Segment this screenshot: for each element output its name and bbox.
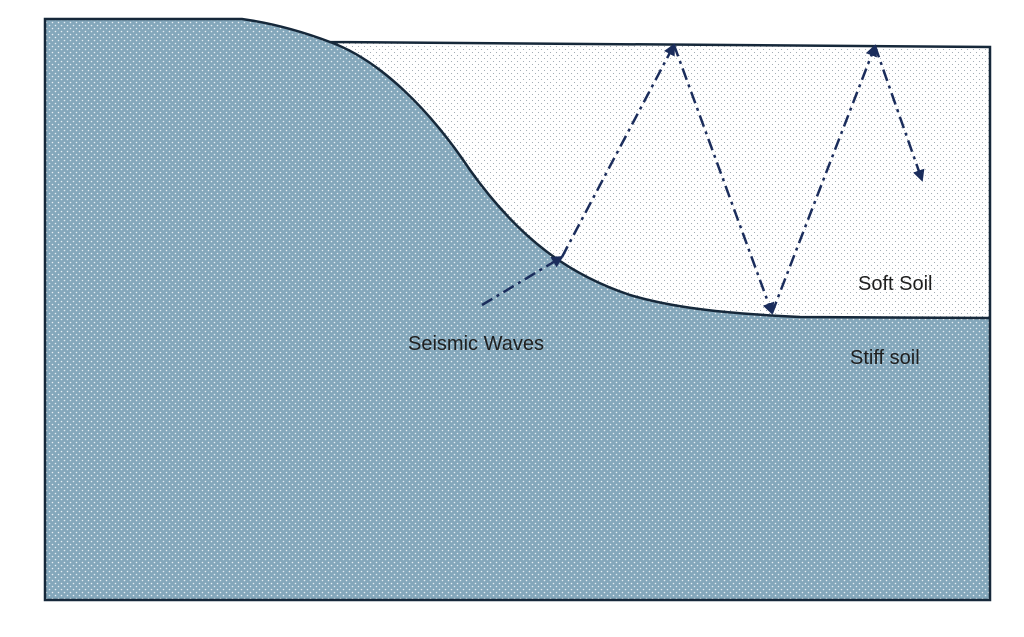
stiff-soil-region xyxy=(45,19,990,600)
wave-arrow-up-1 xyxy=(560,43,676,258)
soft-soil-region xyxy=(330,42,990,318)
seismic-wave-path xyxy=(481,43,925,315)
soil-interface-line xyxy=(329,40,991,320)
wave-arrow-down-2 xyxy=(873,45,925,182)
stiff-soil-label: Stiff soil xyxy=(850,347,920,369)
wave-arrow-down-1 xyxy=(672,44,775,315)
wave-arrow-incident xyxy=(481,255,564,307)
diagram-frame xyxy=(43,17,992,602)
wave-arrow-up-2 xyxy=(770,44,877,314)
seismic-waves-label: Seismic Waves xyxy=(408,333,544,355)
soft-soil-label: Soft Soil xyxy=(858,273,932,295)
